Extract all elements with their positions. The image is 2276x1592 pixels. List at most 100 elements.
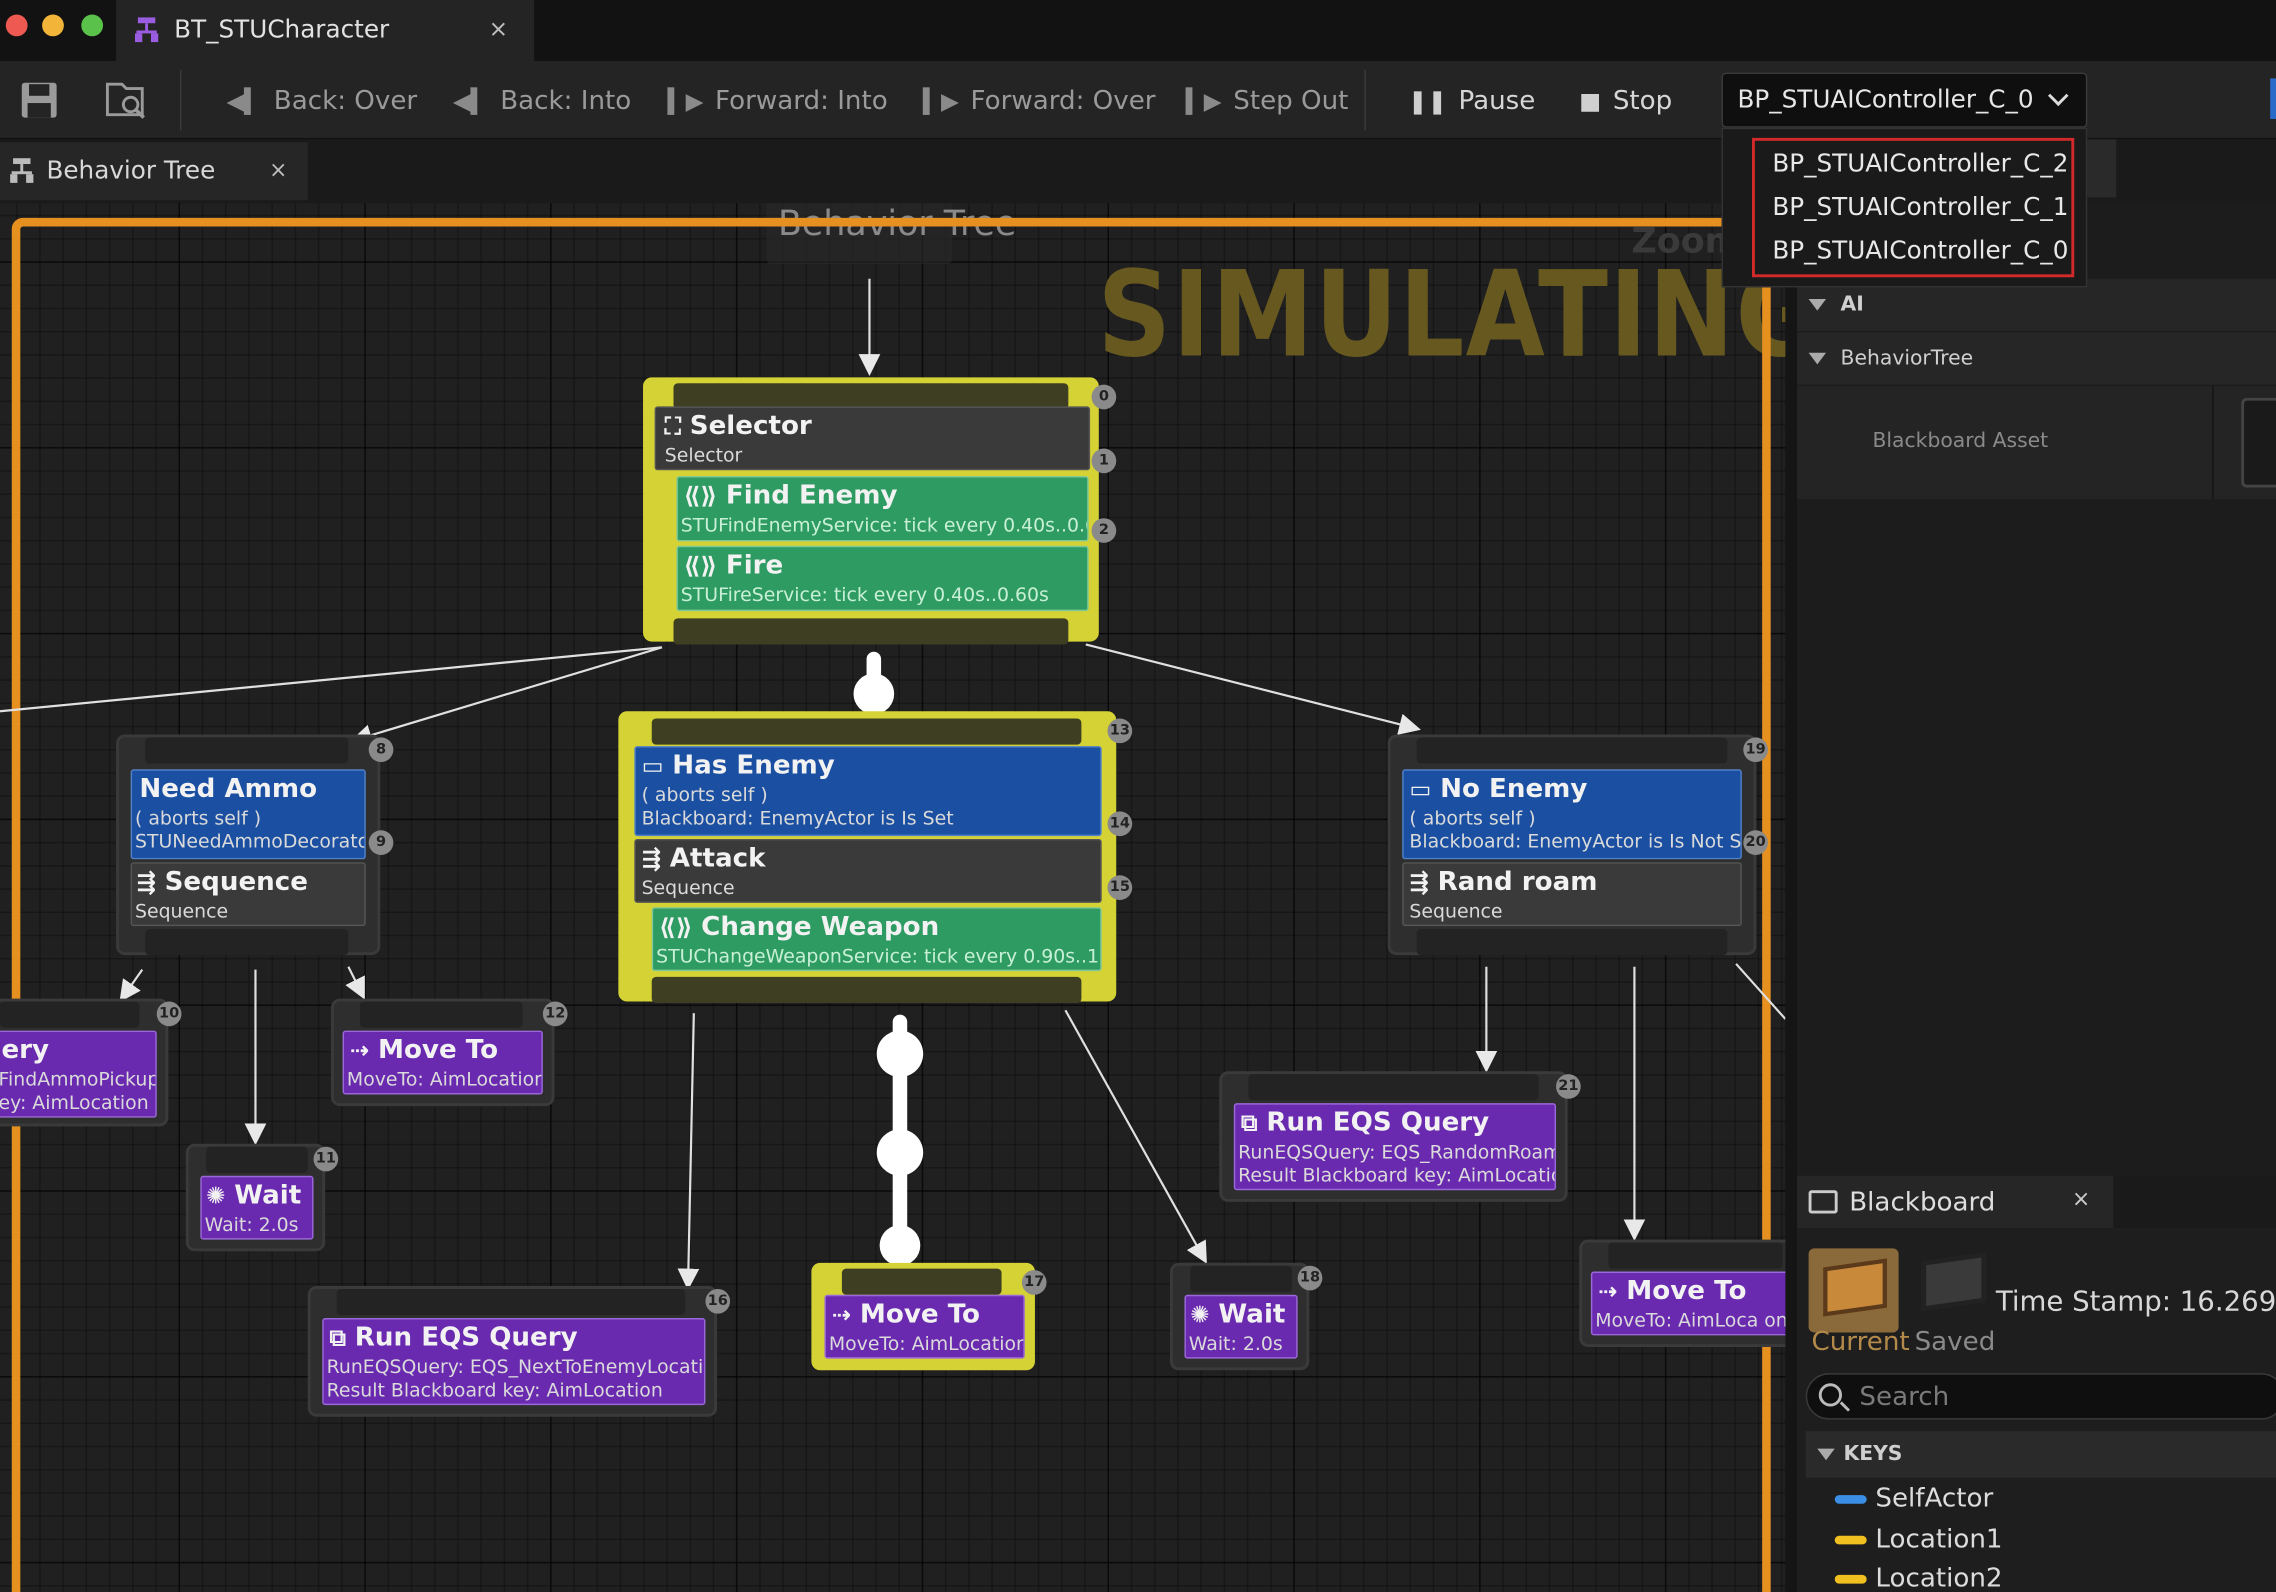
selector-title: Selector xyxy=(689,410,812,442)
wait-node-18[interactable]: ✺Wait Wait: 2.0s 18 xyxy=(1169,1262,1323,1371)
back-into-button[interactable]: ◀▍Back: Into xyxy=(453,80,631,121)
input-pin[interactable] xyxy=(1190,1265,1292,1292)
find-ammo-query-task[interactable]: ery FindAmmoPickup ey: AimLocation xyxy=(0,1030,157,1118)
behavior-tree-tab[interactable]: Behavior Tree × xyxy=(0,142,308,201)
keys-header-label: KEYS xyxy=(1843,1442,1903,1467)
no-enemy-decorator[interactable]: ▭No Enemy ( aborts self ) Blackboard: En… xyxy=(1402,769,1742,860)
input-pin[interactable] xyxy=(206,1146,308,1173)
behavior-tree-graph[interactable]: Behavior Tree SIMULATING Zoom xyxy=(0,203,1786,1592)
move-to-node-right[interactable]: ⇢Move To MoveTo: AimLoca on xyxy=(1579,1239,1786,1348)
has-enemy-decorator[interactable]: ▭Has Enemy ( aborts self ) Blackboard: E… xyxy=(634,746,1102,837)
vector-key-type-icon xyxy=(1834,1574,1867,1583)
simulating-watermark: SIMULATING xyxy=(1097,246,1786,385)
asset-thumbnail[interactable] xyxy=(2241,397,2276,488)
saved-values-button[interactable] xyxy=(1916,1248,1991,1323)
move-to-node-12[interactable]: ⇢Move To MoveTo: AimLocation 12 xyxy=(330,998,568,1107)
change-weapon-service[interactable]: ⟪⟫Change Weapon STUChangeWeaponService: … xyxy=(651,907,1102,972)
document-tab-close-icon[interactable]: × xyxy=(488,14,509,43)
move-to-task[interactable]: ⇢Move To MoveTo: AimLocation xyxy=(824,1294,1025,1359)
forward-into-label: Forward: Into xyxy=(715,84,888,116)
input-pin[interactable] xyxy=(145,737,349,764)
change-weapon-subtitle: STUChangeWeaponService: tick every 0.90s… xyxy=(656,946,1102,969)
input-pin[interactable] xyxy=(1248,1074,1539,1101)
input-pin[interactable] xyxy=(841,1268,1002,1295)
pause-button[interactable]: ❚❚Pause xyxy=(1408,80,1535,121)
blackboard-tab-label: Blackboard xyxy=(1849,1186,1996,1218)
move-to-icon: ⇢ xyxy=(349,1036,370,1064)
close-window-button[interactable] xyxy=(5,14,28,37)
need-ammo-sequence-node[interactable]: Need Ammo ( aborts self ) STUNeedAmmoDec… xyxy=(116,734,394,956)
output-pin[interactable] xyxy=(673,618,1069,645)
blackboard-tab[interactable]: Blackboard × xyxy=(1796,1175,2114,1228)
output-pin[interactable] xyxy=(1416,928,1728,956)
behavior-tree-tab-close-icon[interactable]: × xyxy=(269,156,288,183)
input-pin[interactable] xyxy=(359,1001,523,1028)
dropdown-item-controller-2[interactable]: BP_STUAIController_C_2 xyxy=(1772,149,2069,179)
run-eqs-node-16[interactable]: ⧉Run EQS Query RunEQSQuery: EQS_NextToEn… xyxy=(307,1286,731,1417)
dropdown-item-controller-0[interactable]: BP_STUAIController_C_0 xyxy=(1772,236,2069,266)
no-enemy-title: No Enemy xyxy=(1440,773,1588,805)
execution-index-badge: 21 xyxy=(1556,1074,1581,1099)
key-name: Location1 xyxy=(1875,1524,2003,1555)
root-node[interactable] xyxy=(766,203,953,265)
run-eqs-task[interactable]: ⧉Run EQS Query RunEQSQuery: EQS_NextToEn… xyxy=(322,1317,706,1406)
move-to-task[interactable]: ⇢Move To MoveTo: AimLocation xyxy=(342,1030,543,1095)
rand-roam-sequence-node[interactable]: ▭No Enemy ( aborts self ) Blackboard: En… xyxy=(1387,734,1768,956)
key-name: SelfActor xyxy=(1875,1483,1994,1514)
run-eqs-result-key: Result Blackboard key: AimLocation xyxy=(1238,1165,1557,1188)
save-icon[interactable] xyxy=(20,81,58,119)
move-to-node-17[interactable]: ⇢Move To MoveTo: AimLocation 17 xyxy=(811,1262,1047,1371)
keys-category[interactable]: KEYS xyxy=(1805,1431,2276,1478)
wait-task[interactable]: ✺Wait Wait: 2.0s xyxy=(200,1175,314,1240)
input-pin[interactable] xyxy=(673,383,1069,410)
find-enemy-service[interactable]: ⟪⟫Find Enemy STUFindEnemyService: tick e… xyxy=(676,476,1089,542)
current-values-button[interactable] xyxy=(1808,1248,1899,1333)
need-ammo-decorator[interactable]: Need Ammo ( aborts self ) STUNeedAmmoDec… xyxy=(130,769,366,860)
blackboard-search-input[interactable] xyxy=(1859,1378,2266,1414)
output-pin[interactable] xyxy=(145,928,349,956)
column-separator[interactable] xyxy=(2212,386,2214,500)
graph-wires xyxy=(0,278,1786,1291)
back-over-label: Back: Over xyxy=(273,84,418,116)
selector-node[interactable]: ⛶Selector Selector ⟪⟫Find Enemy STUFindE… xyxy=(643,377,1117,645)
input-pin[interactable] xyxy=(1416,737,1728,764)
forward-into-button[interactable]: ▍▶Forward: Into xyxy=(668,80,888,121)
back-over-button[interactable]: ◀▍ Back: Over xyxy=(226,80,417,121)
attack-sequence-node[interactable]: ▭Has Enemy ( aborts self ) Blackboard: E… xyxy=(618,711,1133,1004)
blackboard-asset-label: Blackboard Asset xyxy=(1872,429,2049,453)
key-row[interactable]: SelfActor xyxy=(1834,1483,1994,1514)
category-behaviortree[interactable]: BehaviorTree xyxy=(1796,332,2276,385)
minimize-window-button[interactable] xyxy=(42,14,64,37)
wait-task[interactable]: ✺Wait Wait: 2.0s xyxy=(1184,1294,1298,1359)
category-ai[interactable]: AI xyxy=(1796,278,2276,331)
find-ammo-query-node[interactable]: ery FindAmmoPickup ey: AimLocation 10 xyxy=(0,998,182,1127)
back-over-icon: ◀▍ xyxy=(226,86,263,114)
category-behaviortree-label: BehaviorTree xyxy=(1840,346,1974,371)
execution-index-badge: 10 xyxy=(156,1001,182,1027)
zoom-window-button[interactable] xyxy=(81,14,104,37)
execution-index-badge: 1 xyxy=(1091,448,1117,474)
output-pin[interactable] xyxy=(651,976,1082,1004)
wait-node-11[interactable]: ✺Wait Wait: 2.0s 11 xyxy=(185,1143,339,1252)
input-pin[interactable] xyxy=(651,718,1082,745)
run-eqs-node-21[interactable]: ⧉Run EQS Query RunEQSQuery: EQS_RandomRo… xyxy=(1219,1071,1581,1202)
stop-label: Stop xyxy=(1612,84,1673,116)
forward-over-button[interactable]: ▍▶Forward: Over xyxy=(923,80,1155,121)
move-to-icon: ⇢ xyxy=(1598,1277,1618,1305)
input-pin[interactable] xyxy=(336,1288,686,1316)
step-out-button[interactable]: ▍▶Step Out xyxy=(1186,80,1349,121)
need-ammo-abort: ( aborts self ) xyxy=(134,808,262,831)
blackboard-tab-close-icon[interactable]: × xyxy=(2071,1185,2091,1213)
fire-service[interactable]: ⟪⟫Fire STUFireService: tick every 0.40s.… xyxy=(676,545,1089,612)
input-pin[interactable] xyxy=(1608,1242,1783,1269)
input-pin[interactable] xyxy=(0,1001,140,1028)
document-tab[interactable]: BT_STUCharacter × xyxy=(116,0,535,61)
debug-object-combo[interactable]: BP_STUAIController_C_0 xyxy=(1721,72,2088,128)
dropdown-item-controller-1[interactable]: BP_STUAIController_C_1 xyxy=(1772,193,2069,223)
stop-button[interactable]: ■Stop xyxy=(1579,80,1672,121)
move-to-task[interactable]: ⇢Move To MoveTo: AimLoca on xyxy=(1590,1271,1786,1336)
key-row[interactable]: Location1 xyxy=(1834,1524,2003,1555)
run-eqs-task[interactable]: ⧉Run EQS Query RunEQSQuery: EQS_RandomRo… xyxy=(1233,1103,1557,1191)
browse-asset-icon[interactable] xyxy=(105,78,149,122)
key-row[interactable]: Location2 xyxy=(1834,1563,2003,1592)
